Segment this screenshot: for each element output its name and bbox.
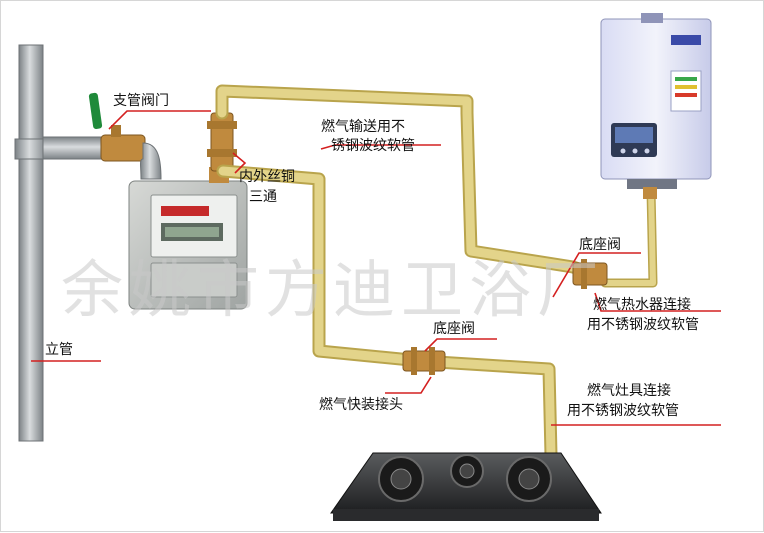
label-tee-line1: 内外丝铜: [239, 169, 295, 185]
label-stove-hose-line2: 用不锈钢波纹软管: [567, 403, 679, 419]
leader-lines: [31, 110, 721, 426]
label-tee-line2: 三通: [249, 189, 277, 205]
label-stove-base-valve: 底座阀: [433, 321, 475, 337]
riser-pipe: [14, 44, 104, 442]
label-branch-valve: 支管阀门: [113, 93, 169, 109]
label-quick-connector: 燃气快装接头: [319, 397, 403, 413]
label-gas-pipe-line2: 锈钢波纹软管: [331, 138, 415, 154]
water-heater: [600, 13, 712, 199]
gas-stove: [330, 452, 602, 521]
stove-base-valve: [402, 347, 446, 375]
label-heater-base-valve: 底座阀: [579, 237, 621, 253]
heater-base-valve: [572, 259, 608, 289]
label-stove-hose-line1: 燃气灶具连接: [587, 383, 671, 399]
branch-valve: [88, 92, 162, 180]
label-riser: 立管: [45, 342, 73, 358]
copper-tee: [207, 112, 237, 172]
label-gas-pipe-line1: 燃气输送用不: [321, 119, 405, 135]
watermark: 余姚市方迪卫浴厂: [61, 253, 606, 326]
label-heater-hose-line2: 用不锈钢波纹软管: [587, 317, 699, 333]
label-heater-hose-line1: 燃气热水器连接: [593, 297, 691, 313]
gas-meter: [128, 167, 248, 310]
